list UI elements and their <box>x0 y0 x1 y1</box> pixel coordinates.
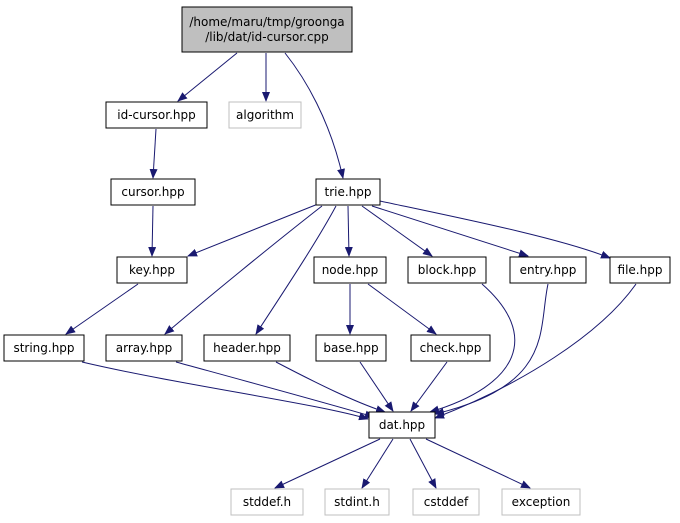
node-entry[interactable]: entry.hpp <box>509 256 587 284</box>
edge-key-to-string <box>65 283 139 335</box>
node-label: cursor.hpp <box>121 185 184 199</box>
node-label: node.hpp <box>322 263 379 277</box>
node-label: check.hpp <box>420 341 482 355</box>
node-root[interactable]: /home/maru/tmp/groonga/lib/dat/id-cursor… <box>181 6 353 53</box>
node-label: string.hpp <box>13 341 74 355</box>
edge-check-to-dat <box>410 361 448 412</box>
edges-layer <box>65 52 637 489</box>
edge-trie-to-entry <box>371 205 529 258</box>
node-cursor[interactable]: cursor.hpp <box>110 178 196 206</box>
node-trie[interactable]: trie.hpp <box>315 178 381 206</box>
node-label: algorithm <box>236 108 294 122</box>
edge-cursor-to-key <box>148 205 157 257</box>
edge-trie-to-file <box>379 200 611 259</box>
node-exception: exception <box>501 488 581 516</box>
edge-trie-to-node <box>344 205 353 257</box>
edge-trie-to-block <box>361 205 433 257</box>
node-label: trie.hpp <box>324 185 371 199</box>
node-check[interactable]: check.hpp <box>410 334 491 362</box>
node-string[interactable]: string.hpp <box>3 334 85 362</box>
node-label: header.hpp <box>213 341 281 355</box>
node-label: stddef.h <box>243 495 291 509</box>
node-algorithm: algorithm <box>228 101 302 129</box>
edge-dat-to-cstddef <box>409 438 437 489</box>
node-label: block.hpp <box>418 263 477 277</box>
edge-block-to-dat <box>429 283 516 414</box>
edge-trie-to-key <box>187 203 319 257</box>
node-label: key.hpp <box>129 263 175 277</box>
edge-string-to-dat <box>81 361 369 421</box>
edge-file-to-dat <box>434 283 637 419</box>
node-label: cstddef <box>424 495 469 509</box>
node-base[interactable]: base.hpp <box>315 334 387 362</box>
edge-id-cursor-to-cursor <box>149 128 158 179</box>
node-label: dat.hpp <box>379 418 425 432</box>
node-label: array.hpp <box>116 341 172 355</box>
node-label: entry.hpp <box>520 263 577 277</box>
edge-node-to-check <box>367 283 437 335</box>
node-label: base.hpp <box>323 341 378 355</box>
edge-dat-to-stddef-h <box>274 438 381 489</box>
nodes-layer: /home/maru/tmp/groonga/lib/dat/id-cursor… <box>3 6 671 516</box>
edge-array-to-dat <box>175 361 375 419</box>
node-node[interactable]: node.hpp <box>313 256 387 284</box>
edge-dat-to-stdint-h <box>361 438 394 489</box>
node-block[interactable]: block.hpp <box>407 256 487 284</box>
node-cstddef: cstddef <box>412 488 480 516</box>
edge-header-to-dat <box>275 361 386 413</box>
node-array[interactable]: array.hpp <box>105 334 183 362</box>
node-label: exception <box>512 495 571 509</box>
node-label: stdint.h <box>334 495 380 509</box>
edge-root-to-trie <box>284 52 345 179</box>
edge-base-to-dat <box>359 361 394 412</box>
node-label: file.hpp <box>618 263 663 277</box>
node-label: /home/maru/tmp/groonga <box>189 15 344 29</box>
node-label: id-cursor.hpp <box>117 108 196 122</box>
edge-trie-to-array <box>164 205 323 335</box>
node-header[interactable]: header.hpp <box>203 334 291 362</box>
edge-trie-to-header <box>255 205 337 335</box>
edge-root-to-id-cursor <box>177 52 238 102</box>
node-label: /lib/dat/id-cursor.cpp <box>205 30 329 44</box>
node-file[interactable]: file.hpp <box>609 256 671 284</box>
edge-dat-to-exception <box>425 438 531 489</box>
node-stddef-h: stddef.h <box>230 488 304 516</box>
node-dat[interactable]: dat.hpp <box>368 411 436 439</box>
node-key[interactable]: key.hpp <box>116 256 188 284</box>
node-stdint-h: stdint.h <box>324 488 390 516</box>
node-id-cursor[interactable]: id-cursor.hpp <box>105 101 208 129</box>
